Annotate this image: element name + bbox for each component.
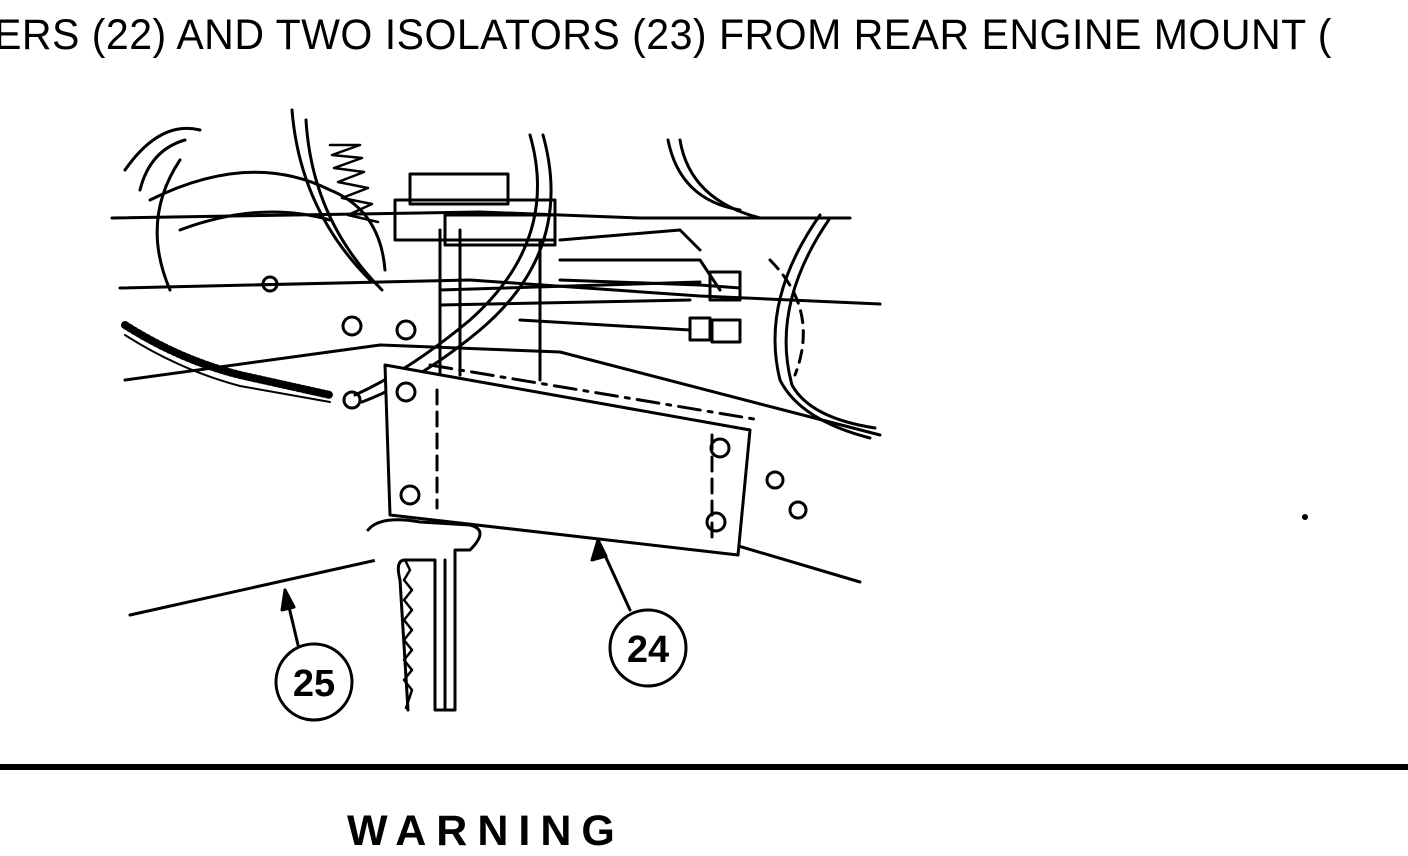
bolt-upper-left bbox=[341, 315, 363, 337]
cable-left-2 bbox=[138, 138, 187, 192]
frame-rail-lower bbox=[123, 343, 882, 437]
hose-to-nut bbox=[438, 280, 702, 332]
cable-vertical-b bbox=[304, 118, 384, 292]
cable-curve-right bbox=[773, 213, 872, 440]
dashed-circle bbox=[768, 258, 805, 377]
cable-vertical-a bbox=[290, 108, 372, 282]
mount-bracket-24 bbox=[383, 363, 752, 557]
braided-hose-edge bbox=[124, 334, 331, 403]
braided-hose bbox=[121, 321, 334, 399]
frame-rail-under bbox=[128, 555, 392, 617]
cable-left-1 bbox=[123, 126, 202, 172]
frame-rail-under-right bbox=[733, 543, 862, 584]
bolt-upper-right bbox=[395, 319, 417, 341]
engine-mount-illustration: 24 25 bbox=[110, 108, 1308, 722]
mount-hole-1 bbox=[395, 381, 417, 403]
callout-25-label: 25 bbox=[293, 663, 335, 705]
mount-hole-3 bbox=[709, 437, 731, 459]
callout-25-circle bbox=[274, 642, 354, 722]
frame-hole-1 bbox=[765, 470, 785, 490]
leader-25-arrow bbox=[280, 588, 296, 612]
coiled-hose bbox=[328, 143, 380, 224]
cable-clip bbox=[261, 275, 279, 293]
mount-hole-2 bbox=[399, 484, 421, 506]
section-divider bbox=[0, 764, 1408, 770]
wrench-jaw bbox=[366, 518, 482, 712]
fitting-nut-2 bbox=[710, 318, 742, 344]
fitting-nut-1 bbox=[708, 270, 742, 302]
fitting-nut-3 bbox=[688, 316, 712, 342]
frame-rail-upper bbox=[110, 210, 852, 220]
leader-24-arrow bbox=[590, 538, 608, 562]
instruction-text: ERS (22) AND TWO ISOLATORS (23) FROM REA… bbox=[0, 11, 1332, 59]
cable-right-a bbox=[666, 138, 742, 212]
wrench-serration bbox=[402, 558, 414, 710]
cable-loop-b bbox=[178, 210, 332, 232]
bracket-upper bbox=[443, 213, 557, 247]
cable-right-b bbox=[678, 138, 762, 220]
cable-curve-right-b bbox=[784, 216, 877, 430]
hose-fittings bbox=[558, 228, 742, 292]
frame-hole-2 bbox=[788, 500, 808, 520]
cable-loop-a bbox=[148, 170, 387, 272]
callout-24-label: 24 bbox=[627, 629, 669, 671]
frame-rail-mid bbox=[118, 278, 882, 306]
mount-hole-4 bbox=[705, 511, 727, 533]
callout-24-circle bbox=[608, 608, 688, 688]
cable-end-fitting bbox=[342, 390, 362, 410]
speck bbox=[1302, 514, 1308, 520]
reservoir-cap bbox=[408, 172, 510, 206]
warning-heading: WARNING bbox=[347, 807, 625, 855]
cable-left-3 bbox=[155, 158, 182, 292]
frame-dashdot bbox=[428, 363, 762, 422]
